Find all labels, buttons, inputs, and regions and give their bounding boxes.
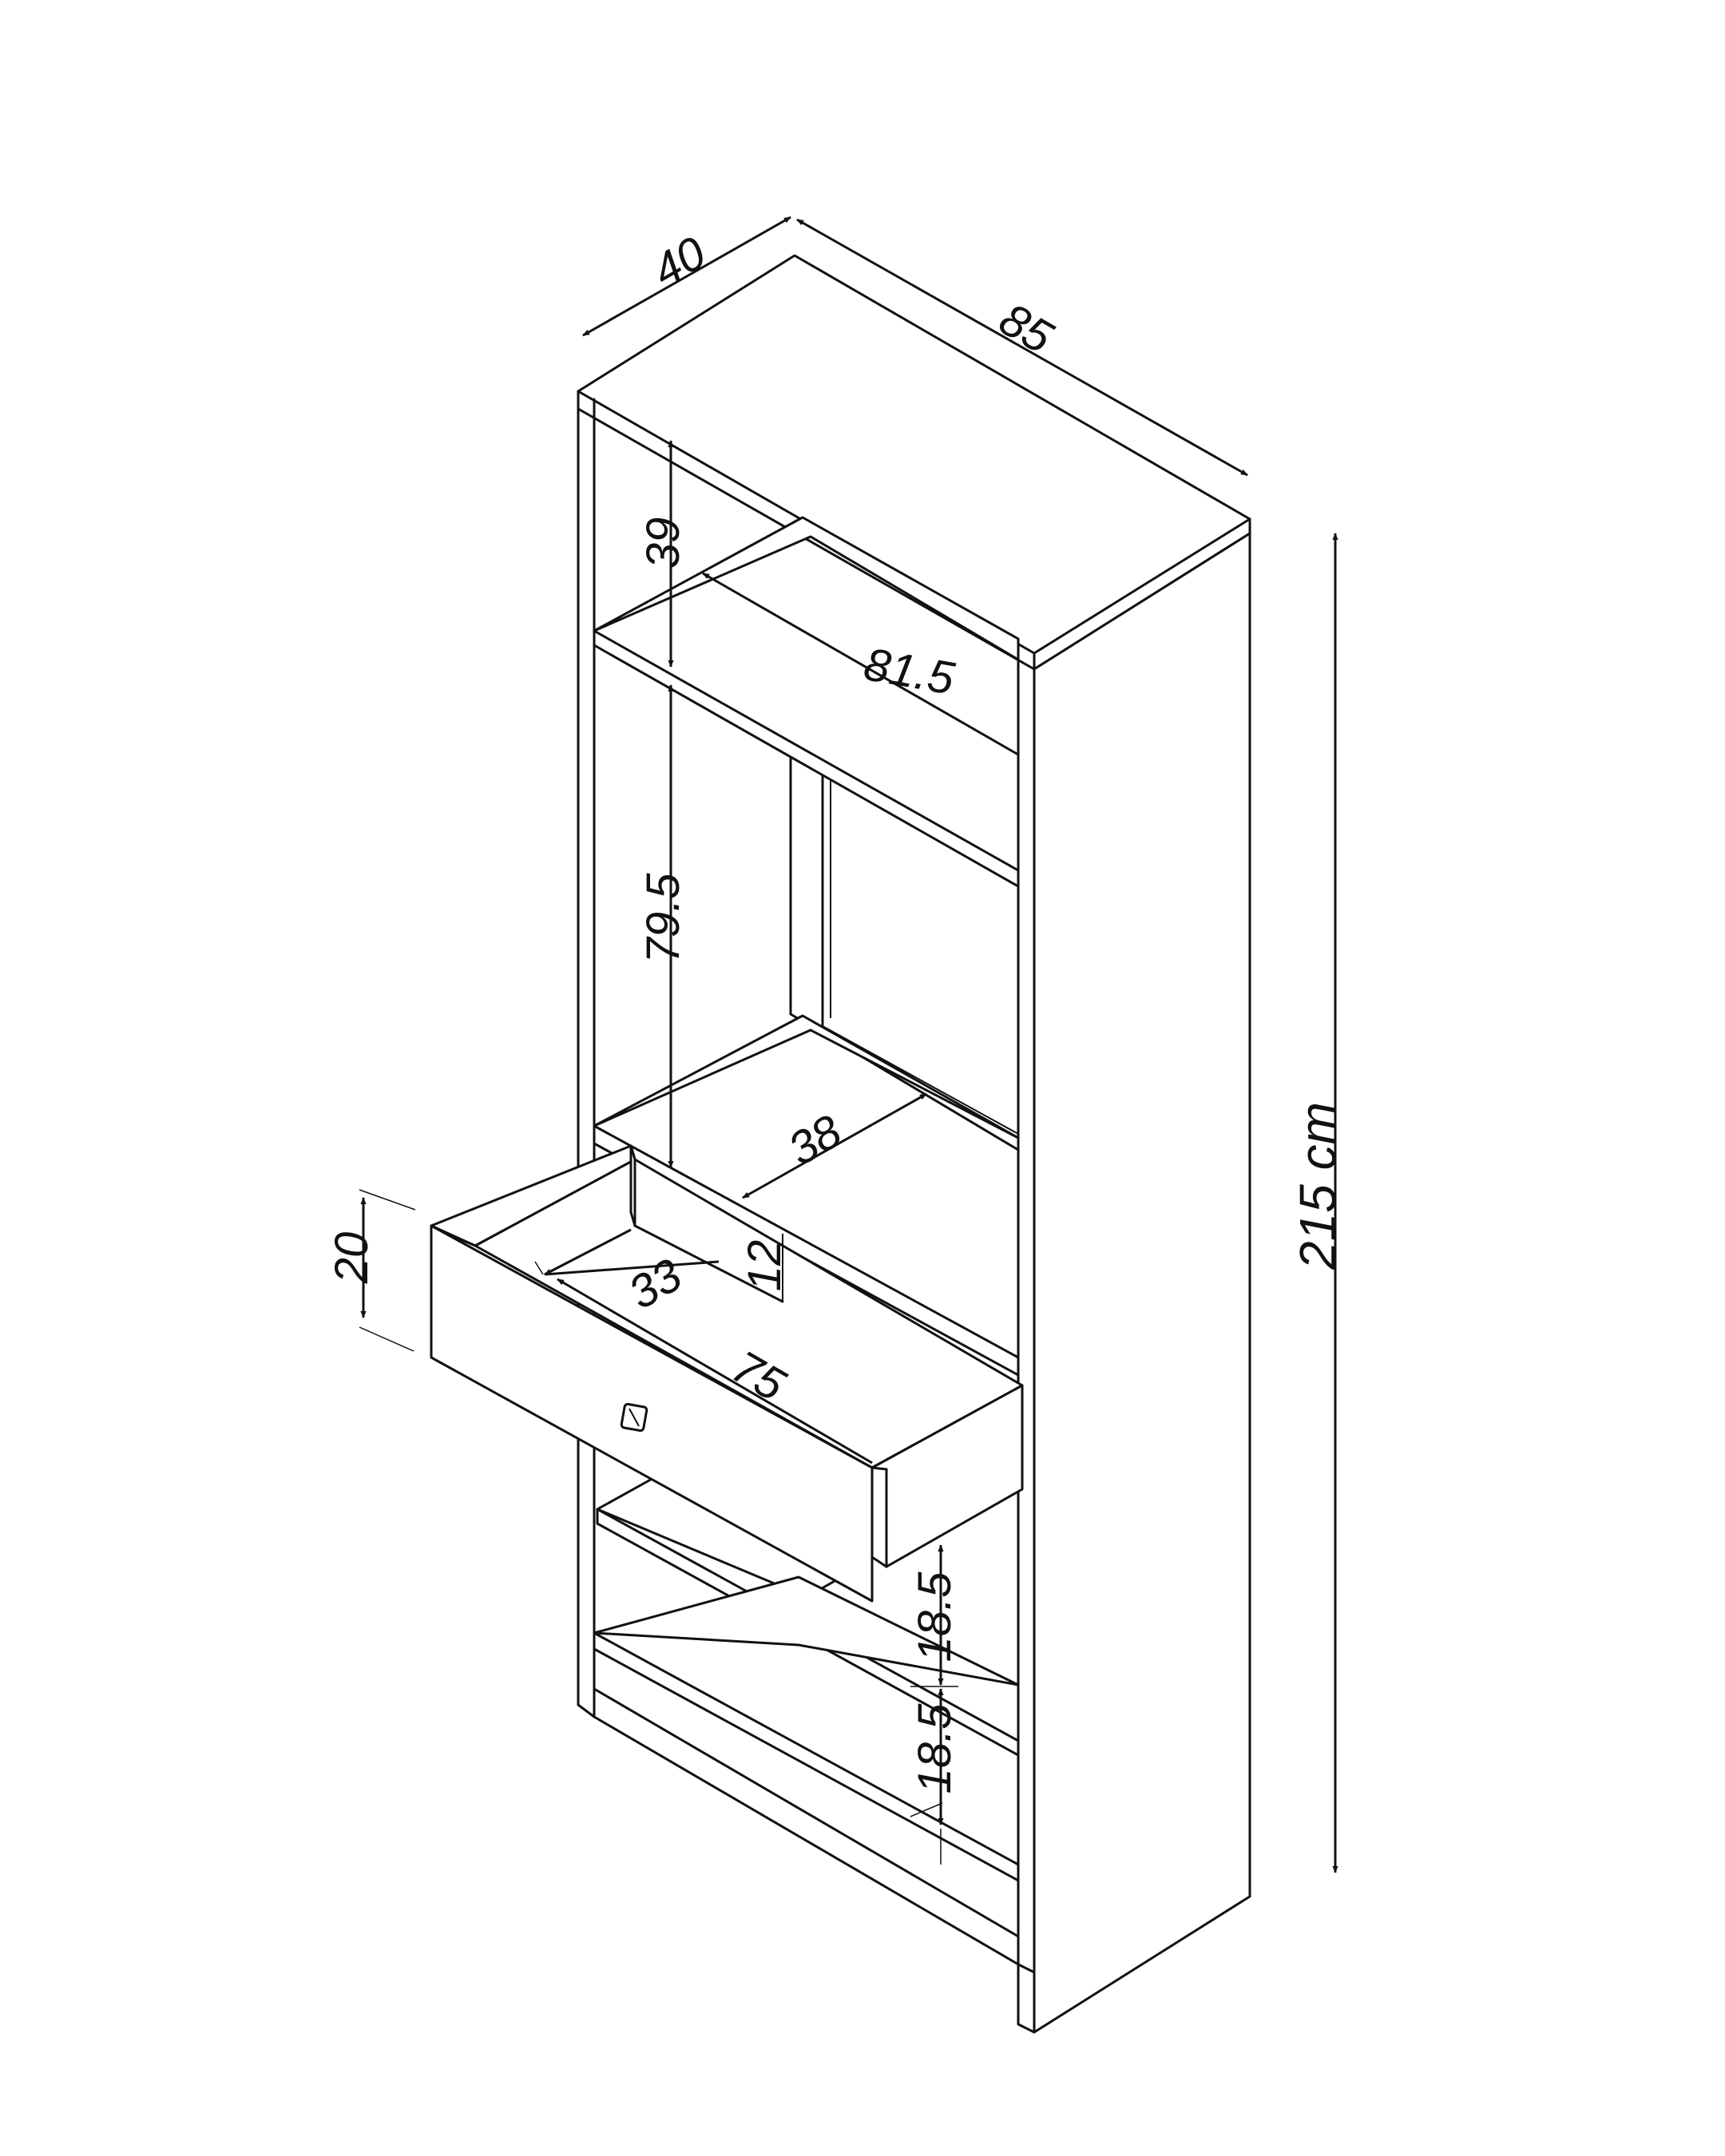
label-total-height: 215 cm xyxy=(1289,1102,1346,1270)
label-top-shelf-height: 39 xyxy=(637,517,689,569)
dimension-labels: 40 85 39 81.5 79.5 38 20 12 33 75 18.5 1… xyxy=(326,227,1346,1794)
drawer-knob-icon[interactable] xyxy=(620,1402,648,1433)
drawer[interactable] xyxy=(430,1144,1024,1603)
label-lower-shelf-height-1: 18.5 xyxy=(909,1571,961,1663)
shelf-1 xyxy=(593,516,1020,661)
shelf-4 xyxy=(593,1575,1020,1686)
dimension-lines xyxy=(359,216,1338,1873)
label-middle-opening-height: 79.5 xyxy=(637,873,689,964)
label-width: 85 xyxy=(991,293,1062,364)
label-shelf-depth: 38 xyxy=(779,1105,850,1176)
right-side-panel xyxy=(1033,532,1251,2034)
label-drawer-inner-height: 12 xyxy=(739,1240,791,1292)
label-drawer-height: 20 xyxy=(326,1232,378,1285)
shelves xyxy=(593,516,1020,1882)
drawer-front xyxy=(430,1224,874,1603)
label-depth: 40 xyxy=(644,227,714,298)
label-shelf-width: 81.5 xyxy=(860,638,958,705)
shelf-2 xyxy=(593,1014,1020,1139)
label-lower-shelf-height-2: 18.5 xyxy=(909,1703,961,1794)
